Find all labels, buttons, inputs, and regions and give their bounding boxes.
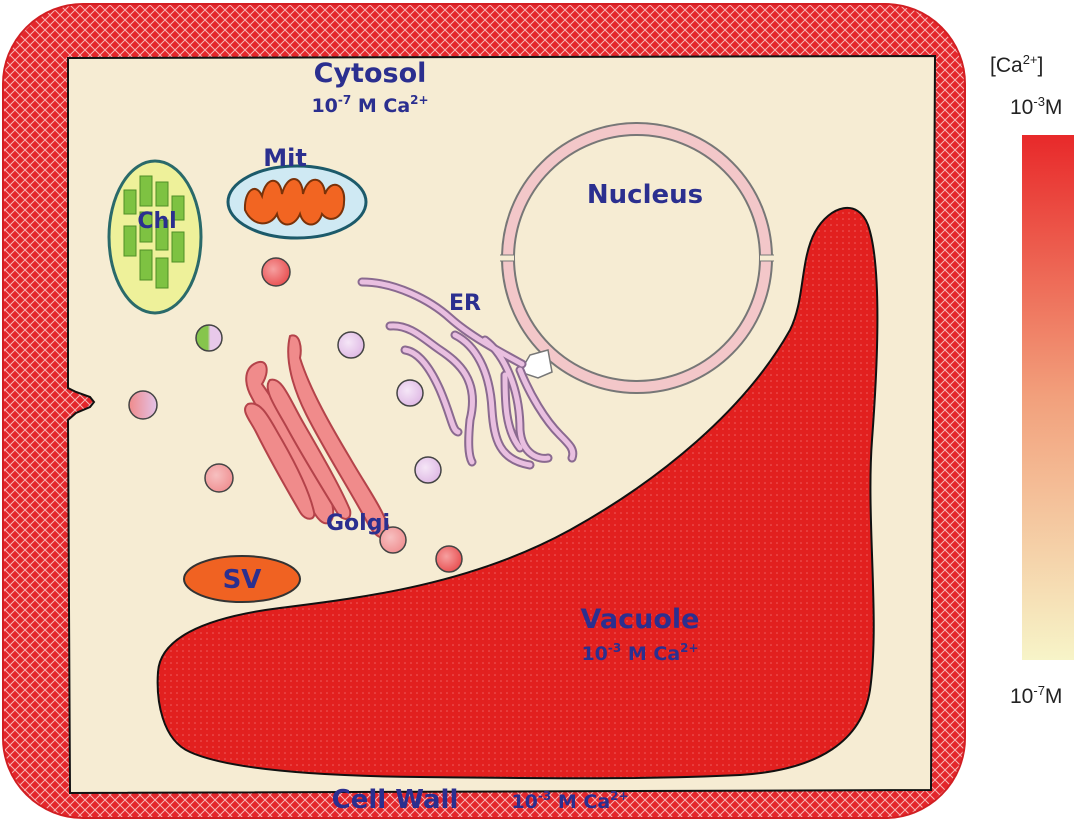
vesicle — [196, 325, 222, 351]
vacuole-label: Vacuole — [581, 604, 700, 635]
cell-wall-label: Cell Wall — [332, 785, 459, 815]
vesicle — [397, 380, 423, 406]
concentration-legend-bar — [1022, 135, 1074, 660]
vesicle — [436, 546, 462, 572]
vesicle — [129, 391, 157, 419]
chloroplast — [109, 161, 201, 313]
vesicle — [415, 457, 441, 483]
legend-min-label: 10-7M — [1010, 683, 1062, 709]
secretory-vesicle-label: SV — [223, 565, 262, 595]
golgi-label: Golgi — [326, 511, 390, 536]
er-label: ER — [449, 291, 481, 316]
mitochondrion — [228, 166, 366, 238]
mitochondrion-label: Mit — [263, 144, 307, 172]
vesicle — [262, 258, 290, 286]
legend-max-label: 10-3M — [1010, 94, 1062, 120]
legend-title: [Ca2+] — [990, 52, 1043, 78]
cytosol-label: Cytosol — [314, 58, 427, 89]
vesicle — [338, 332, 364, 358]
nucleus — [500, 123, 774, 393]
nucleus-label: Nucleus — [587, 180, 703, 210]
chloroplast-label: Chl — [137, 209, 176, 234]
vesicle — [205, 464, 233, 492]
